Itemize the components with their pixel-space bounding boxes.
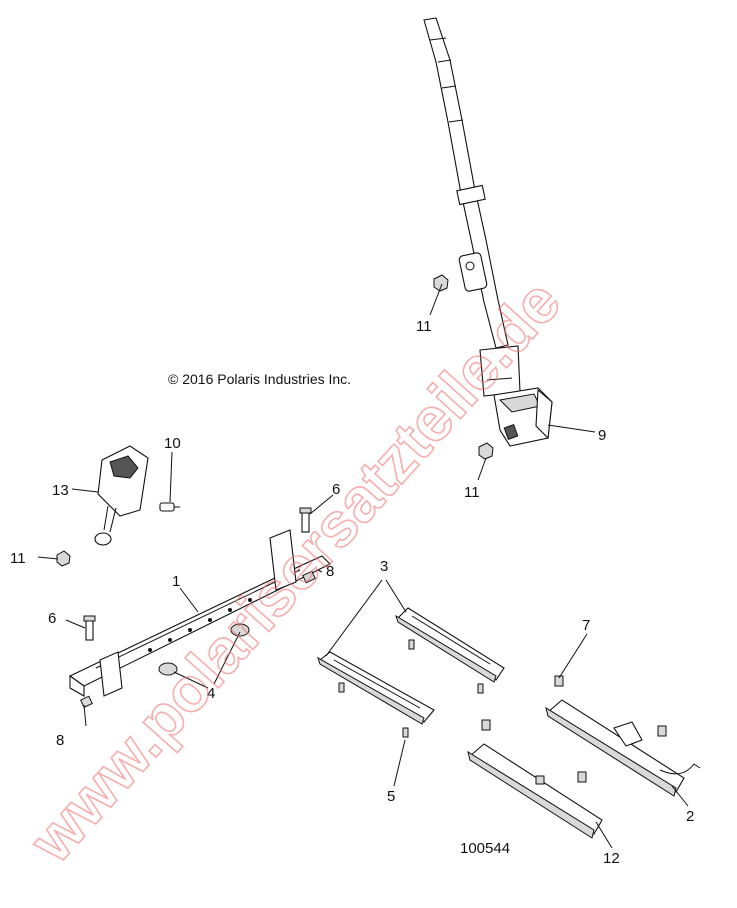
nut-11-lower — [478, 442, 494, 460]
callout-4: 4 — [207, 685, 215, 702]
bolt-7-a — [554, 675, 564, 687]
nut-11-left — [56, 550, 71, 567]
callout-9: 9 — [598, 427, 606, 444]
watermark-text: www.polarisersatzteile.de — [16, 268, 574, 877]
clip-8-upper — [302, 570, 316, 584]
screw-5-d — [402, 727, 409, 738]
seat-track-2 — [545, 699, 701, 797]
bolt-6-upper — [299, 507, 312, 533]
leader-lines — [37, 283, 689, 849]
clip-8-lower — [80, 695, 93, 708]
seat-belt-retractor-assembly — [423, 17, 553, 447]
bolt-7-c — [481, 719, 491, 731]
seat-slider-rail-3-upper — [395, 607, 505, 683]
callout-1: 1 — [172, 573, 180, 590]
bolt-10 — [159, 502, 180, 512]
callout-2: 2 — [686, 808, 694, 825]
copyright-text: © 2016 Polaris Industries Inc. — [168, 371, 351, 387]
callout-6-upper: 6 — [332, 481, 340, 498]
seat-track-12 — [467, 743, 603, 839]
callout-3: 3 — [380, 558, 388, 575]
seat-slider-rail-3-lower — [317, 651, 435, 725]
callout-12: 12 — [603, 850, 620, 867]
callout-11-lower: 11 — [464, 484, 480, 501]
seat-belt-buckle — [94, 445, 149, 546]
flange-nut-4-a — [230, 623, 250, 637]
callout-13: 13 — [52, 482, 69, 499]
bolt-6-lower — [83, 615, 96, 641]
callout-11-left: 11 — [10, 550, 26, 567]
screw-5-b — [477, 683, 484, 694]
screw-5-c — [338, 682, 345, 693]
callout-11-upper: 11 — [416, 318, 432, 335]
callout-7: 7 — [582, 617, 590, 634]
seat-frame-rail — [68, 529, 331, 697]
callout-6-lower: 6 — [48, 610, 56, 627]
flange-nut-4-b — [158, 662, 178, 676]
callout-8-upper: 8 — [326, 563, 334, 580]
nut-11-upper — [433, 274, 449, 292]
callout-8-lower: 8 — [56, 732, 64, 749]
bolt-7-b — [657, 725, 667, 737]
callout-5: 5 — [387, 788, 395, 805]
figure-number: 100544 — [460, 840, 510, 857]
screw-5-a — [408, 639, 415, 650]
bolt-7-d — [577, 771, 587, 783]
callout-10: 10 — [164, 435, 181, 452]
